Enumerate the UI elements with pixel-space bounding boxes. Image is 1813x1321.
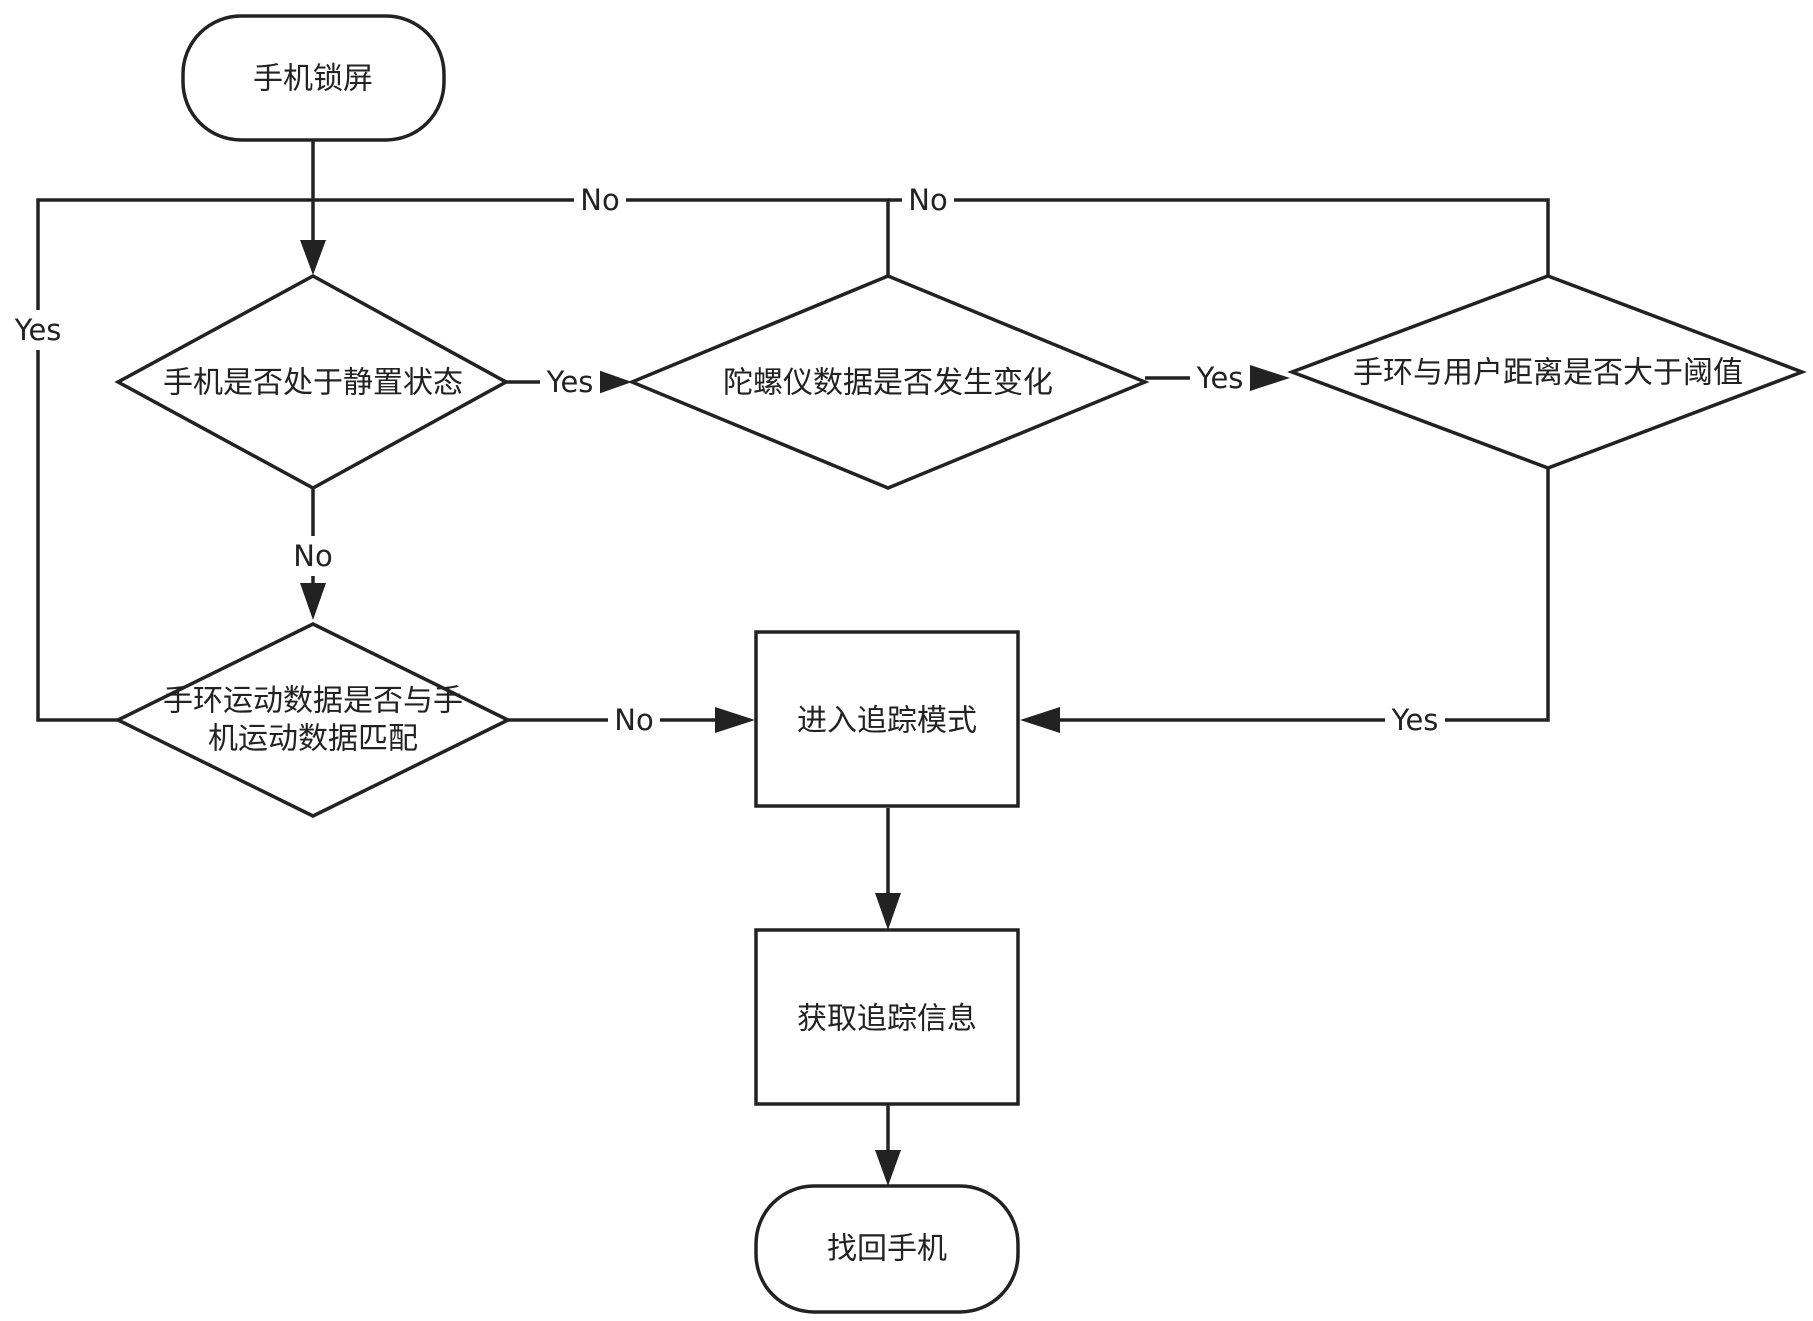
process-get-tracking-info: 获取追踪信息	[754, 928, 1020, 1106]
start-node-label: 手机锁屏	[253, 62, 373, 97]
edge-info-to-end	[875, 1104, 901, 1186]
label-match-yes: Yes	[8, 310, 68, 350]
label-gyro-no-text: No	[580, 183, 619, 217]
label-distance-no: No	[902, 180, 954, 220]
decision-motion-match: 手环运动数据是否与手 机运动数据匹配	[114, 622, 512, 818]
label-distance-yes: Yes	[1385, 700, 1445, 740]
decision-motion-match-label-line1: 手环运动数据是否与手	[163, 684, 463, 719]
decision-gyro-changed: 陀螺仪数据是否发生变化	[627, 274, 1150, 490]
edge-start-to-stationary	[300, 140, 326, 275]
decision-gyro-changed-label: 陀螺仪数据是否发生变化	[723, 366, 1053, 401]
edge-distance-yes	[1020, 468, 1550, 733]
process-tracking-mode: 进入追踪模式	[754, 630, 1020, 808]
end-node: 找回手机	[754, 1184, 1020, 1314]
decision-distance-over-threshold: 手环与用户距离是否大于阈值	[1287, 274, 1807, 470]
start-node: 手机锁屏	[181, 14, 446, 142]
process-tracking-mode-label: 进入追踪模式	[797, 704, 977, 739]
label-stationary-yes-text: Yes	[546, 365, 594, 399]
label-match-no-text: No	[614, 703, 653, 737]
label-match-yes-text: Yes	[14, 313, 62, 347]
decision-distance-over-threshold-label: 手环与用户距离是否大于阈值	[1353, 356, 1743, 391]
label-stationary-yes: Yes	[540, 362, 600, 402]
label-gyro-no: No	[574, 180, 626, 220]
edge-match-yes	[36, 198, 313, 722]
end-node-label: 找回手机	[827, 1232, 947, 1267]
decision-is-stationary-label: 手机是否处于静置状态	[163, 366, 463, 401]
decision-motion-match-label-line2: 机运动数据匹配	[208, 722, 418, 757]
process-get-tracking-info-label: 获取追踪信息	[797, 1002, 977, 1037]
edge-distance-no	[888, 198, 1550, 276]
label-match-no: No	[608, 700, 660, 740]
label-distance-yes-text: Yes	[1391, 703, 1439, 737]
decision-is-stationary: 手机是否处于静置状态	[114, 274, 510, 490]
label-distance-no-text: No	[908, 183, 947, 217]
label-gyro-yes: Yes	[1190, 358, 1250, 398]
label-stationary-no: No	[287, 536, 339, 576]
label-stationary-no-text: No	[293, 539, 332, 573]
label-gyro-yes-text: Yes	[1196, 361, 1244, 395]
edge-tracking-to-info	[875, 808, 901, 930]
